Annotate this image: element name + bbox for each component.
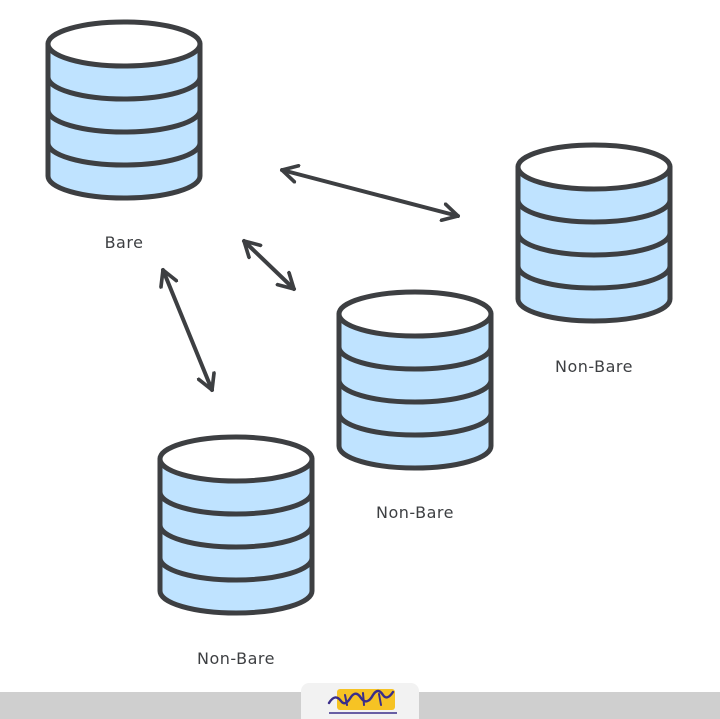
- nonbare-center-label: Non-Bare: [376, 503, 454, 522]
- cylinder-ring: [515, 265, 673, 291]
- cylinder-top: [45, 19, 203, 69]
- database-icon-nonbare-bottom: [157, 434, 315, 616]
- cylinder-ring: [45, 109, 203, 135]
- watermark-tab: [301, 683, 419, 719]
- database-nodes: [45, 19, 673, 616]
- cylinder-ring: [515, 199, 673, 225]
- cylinder-body: [515, 164, 673, 324]
- database-icon-bare: [45, 19, 203, 201]
- cylinder-ring: [336, 379, 494, 405]
- cylinder-ring: [45, 142, 203, 168]
- cylinder-ring: [336, 346, 494, 372]
- cylinder-top: [157, 434, 315, 484]
- nonbare-bottom-label: Non-Bare: [197, 649, 275, 668]
- cylinder-ring: [45, 76, 203, 102]
- bare-label: Bare: [105, 233, 144, 252]
- database-icon-nonbare-right: [515, 142, 673, 324]
- cylinder-ring: [157, 524, 315, 550]
- arrow-bare-to-right: [280, 170, 460, 216]
- database-icon-nonbare-center: [336, 289, 494, 471]
- connection-arrows: [163, 170, 460, 392]
- arrow-bare-to-center: [242, 239, 296, 291]
- cylinder-body: [45, 41, 203, 201]
- cylinder-top: [515, 142, 673, 192]
- cylinder-body: [157, 456, 315, 616]
- arrow-bare-to-bottom: [163, 268, 212, 392]
- cylinder-ring: [336, 412, 494, 438]
- cylinder-top: [336, 289, 494, 339]
- cylinder-ring: [157, 491, 315, 517]
- cylinder-ring: [515, 232, 673, 258]
- cylinder-body: [336, 311, 494, 471]
- nonbare-right-label: Non-Bare: [555, 357, 633, 376]
- publisher-logo-icon: [327, 689, 397, 714]
- cylinder-ring: [157, 557, 315, 583]
